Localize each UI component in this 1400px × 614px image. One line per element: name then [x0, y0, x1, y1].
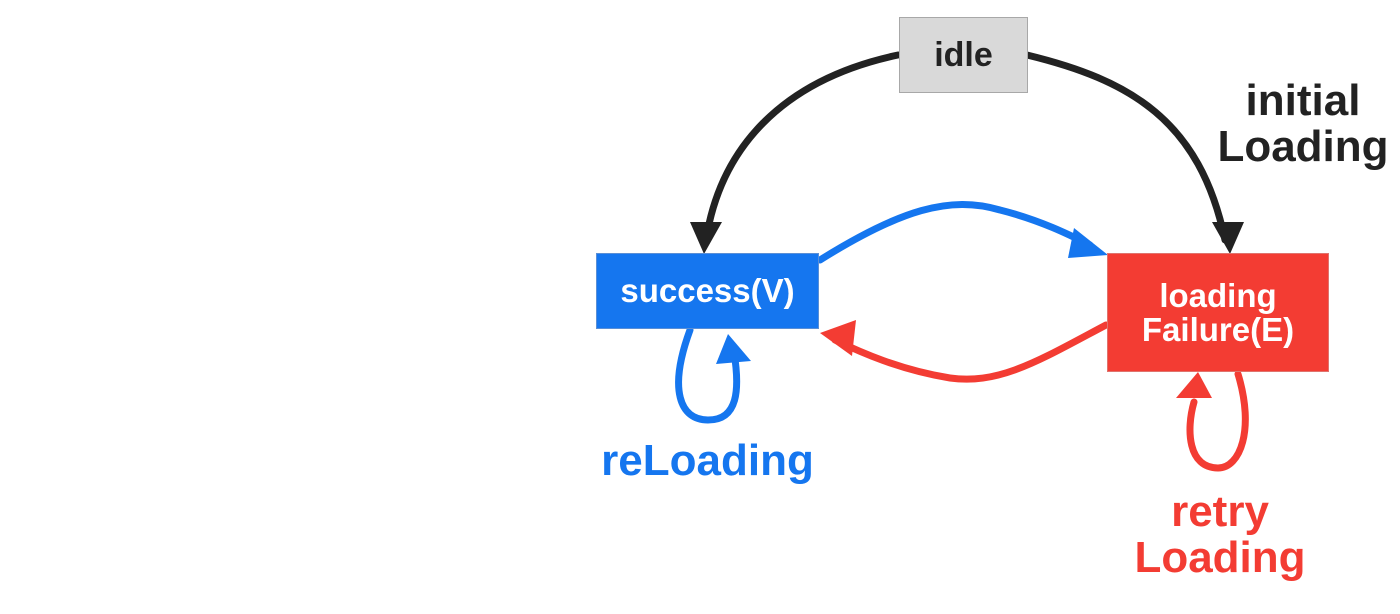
arrowhead-success-self-loop — [716, 334, 751, 364]
state-loading-failure: loading Failure(E) — [1107, 253, 1329, 372]
initial-loading-line1: initial — [1245, 76, 1361, 125]
reloading-text: reLoading — [601, 436, 814, 485]
arrowhead-failure-to-success — [820, 320, 856, 356]
state-success-label: success(V) — [620, 272, 795, 309]
state-idle-label: idle — [934, 35, 993, 74]
arrowhead-idle-to-failure — [1212, 222, 1244, 254]
edge-success-to-failure — [816, 200, 1094, 264]
arrowhead-failure-self-loop — [1176, 372, 1212, 398]
retry-loading-line1: retry — [1171, 487, 1269, 536]
edge-idle-to-failure — [1023, 51, 1229, 244]
arrowhead-success-to-failure — [1068, 228, 1108, 258]
edge-success-self-loop — [675, 326, 741, 424]
state-idle: idle — [899, 17, 1028, 93]
edge-failure-self-loop — [1186, 370, 1249, 472]
transition-label-initial-loading: initial Loading — [1203, 78, 1400, 170]
transition-label-retry-loading: retry Loading — [1110, 489, 1330, 581]
edge-idle-to-success — [702, 51, 902, 244]
state-failure-label-line1: loading — [1159, 276, 1277, 314]
state-failure-label-line2: Failure(E) — [1141, 310, 1295, 348]
transition-label-reloading: reLoading — [575, 438, 840, 484]
state-success: success(V) — [596, 253, 819, 329]
arrowhead-idle-to-success — [690, 222, 722, 254]
edge-failure-to-success — [831, 321, 1110, 383]
retry-loading-line2: Loading — [1134, 533, 1306, 582]
initial-loading-line2: Loading — [1217, 122, 1389, 171]
